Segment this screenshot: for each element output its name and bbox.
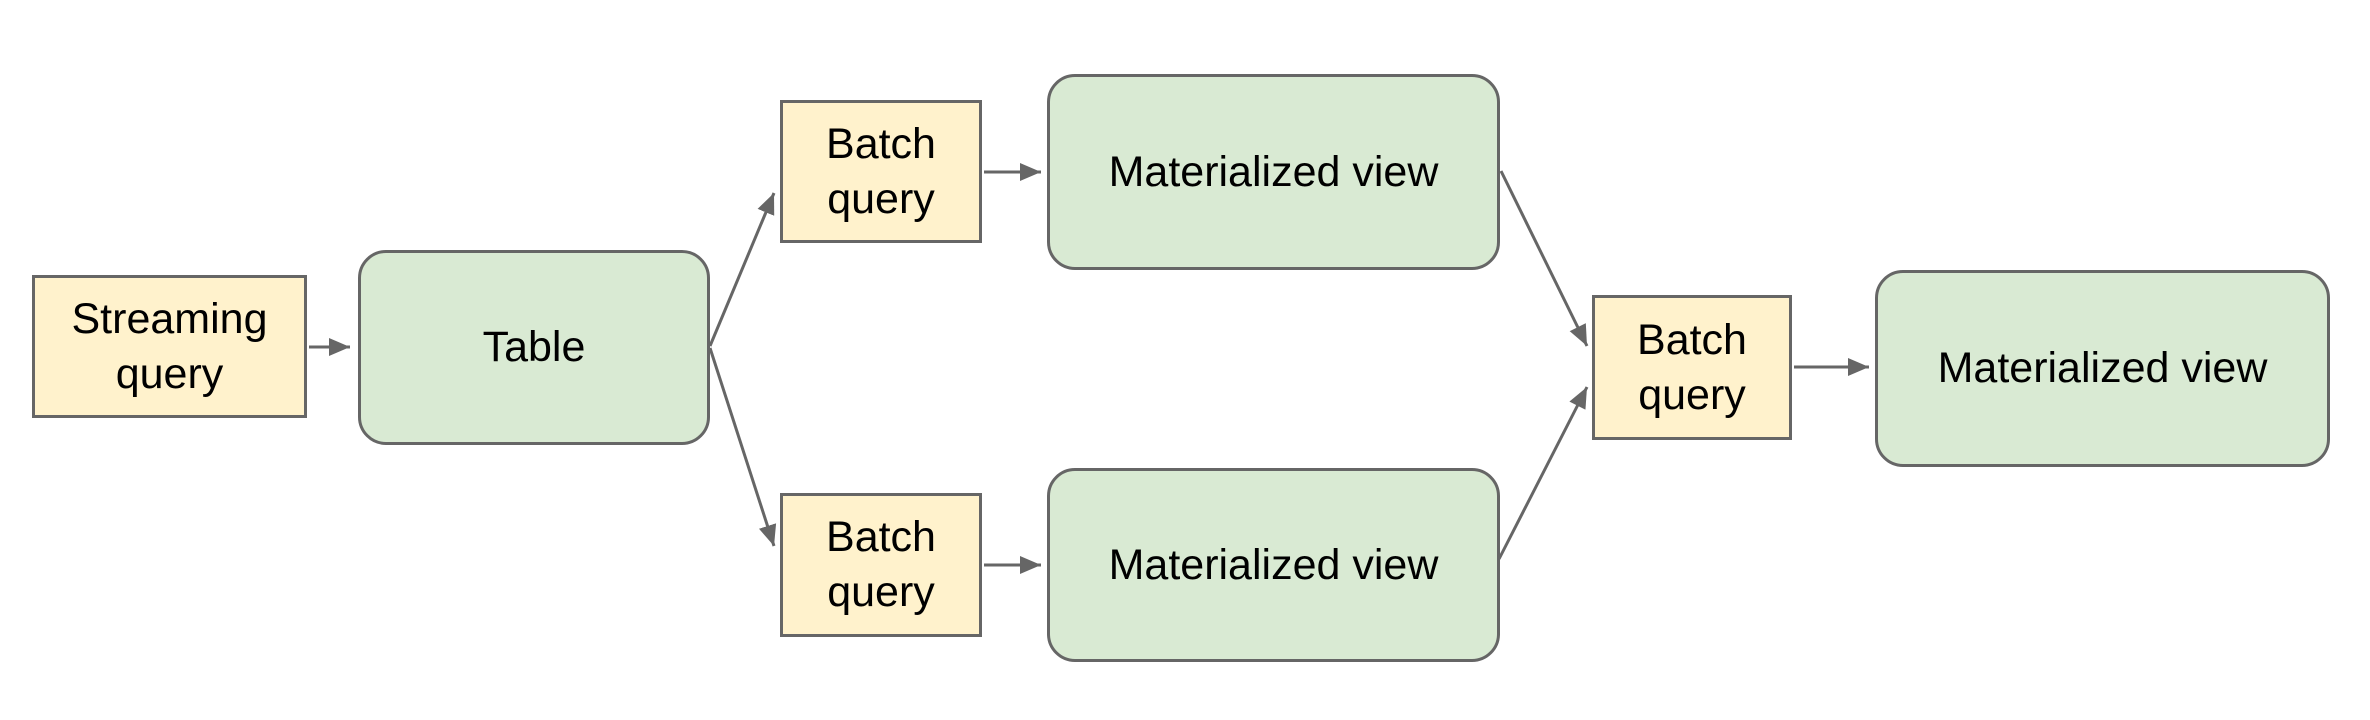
node-batch-query-bottom: Batch query — [780, 493, 982, 637]
node-materialized-view-top: Materialized view — [1047, 74, 1500, 270]
edge-materialized-view-bottom-to-batch-query-right — [1497, 386, 1589, 560]
node-materialized-view-final: Materialized view — [1875, 270, 2330, 467]
node-streaming-query: Streaming query — [32, 275, 307, 418]
edge-materialized-view-top-to-batch-query-right — [1499, 170, 1589, 347]
edge-table-to-batch-query-top — [708, 192, 776, 347]
node-batch-query-top: Batch query — [780, 100, 982, 243]
node-table: Table — [358, 250, 710, 445]
edge-table-to-batch-query-bottom — [708, 347, 777, 547]
node-materialized-view-bottom: Materialized view — [1047, 468, 1500, 662]
node-batch-query-right: Batch query — [1592, 295, 1792, 440]
